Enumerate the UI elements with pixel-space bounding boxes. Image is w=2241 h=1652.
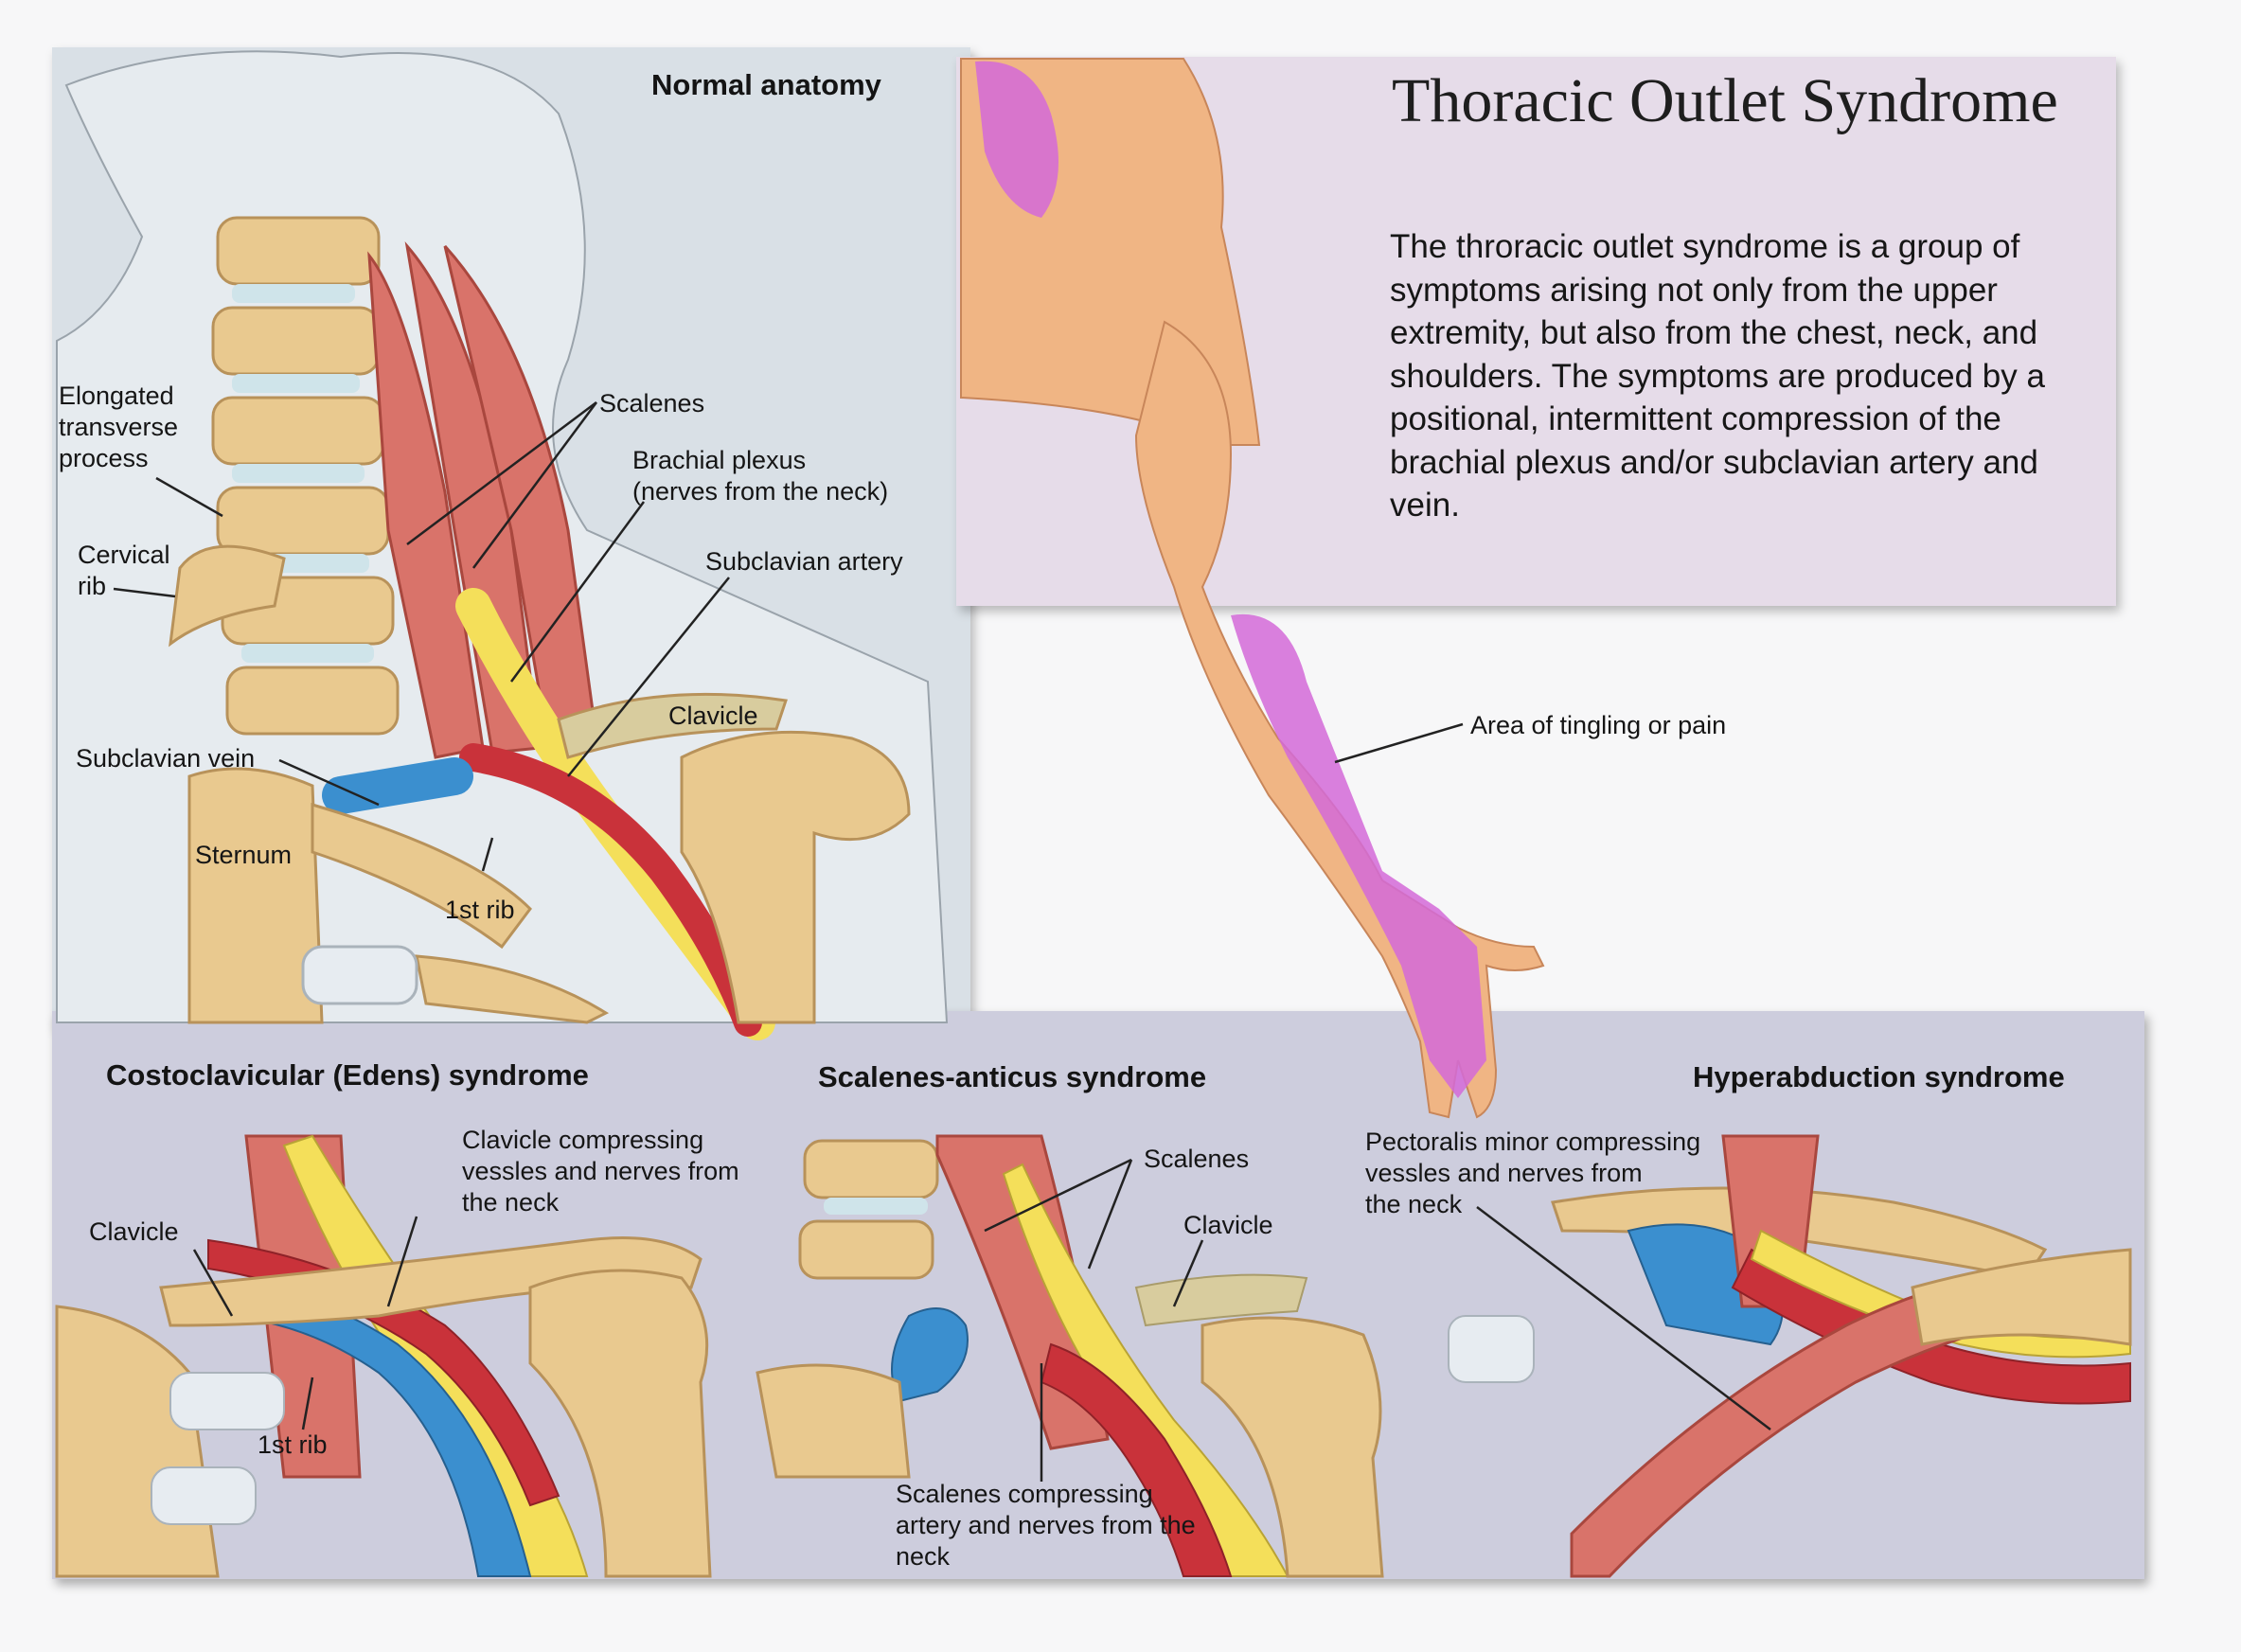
leader-lines — [113, 401, 1771, 1482]
costoclavicular-heading: Costoclavicular (Edens) syndrome — [106, 1058, 589, 1092]
hyperabduction-heading: Hyperabduction syndrome — [1693, 1060, 2065, 1093]
label-brachial-plexus: Brachial plexus (nerves from the neck) — [632, 446, 889, 506]
label-area-tingling: Area of tingling or pain — [1470, 711, 1727, 739]
hyperabduction-illustration — [1448, 1134, 2132, 1578]
label-scalenes-anticus: Scalenes — [1144, 1145, 1250, 1173]
label-first-rib-normal: 1st rib — [445, 896, 515, 924]
costoclavicular-illustration — [55, 1134, 712, 1578]
shoulder-bones — [187, 692, 911, 1024]
label-scalenes-compressing: Scalenes compressing artery and nerves f… — [896, 1480, 1196, 1571]
page-title: Thoracic Outlet Syndrome — [1392, 66, 2058, 135]
label-clavicle-compressing: Clavicle compressing vessles and nerves … — [462, 1126, 739, 1217]
normal-anatomy-heading: Normal anatomy — [651, 68, 881, 101]
label-sternum: Sternum — [195, 841, 293, 869]
label-subclavian-vein: Subclavian vein — [76, 744, 256, 773]
label-pectoralis-compressing: Pectoralis minor compressing vessles and… — [1365, 1128, 1701, 1218]
description-text: The throracic outlet syndrome is a group… — [1390, 228, 2045, 524]
label-scalenes: Scalenes — [599, 389, 705, 417]
label-clavicle-normal: Clavicle — [668, 702, 758, 730]
label-first-rib-costoclavicular: 1st rib — [258, 1430, 328, 1459]
label-elongated-transverse-process: Elongated transverse process — [59, 382, 179, 472]
scalenes-anticus-heading: Scalenes-anticus syndrome — [818, 1060, 1207, 1093]
scalenes-anticus-illustration — [756, 1134, 1384, 1578]
scalene-muscles — [367, 241, 598, 759]
label-cervical-rib: Cervical rib — [78, 541, 170, 600]
arm-figure — [960, 58, 1545, 1119]
label-clavicle-costoclavicular: Clavicle — [89, 1217, 179, 1246]
label-clavicle-scalenes: Clavicle — [1183, 1211, 1273, 1239]
label-subclavian-artery: Subclavian artery — [705, 547, 903, 576]
